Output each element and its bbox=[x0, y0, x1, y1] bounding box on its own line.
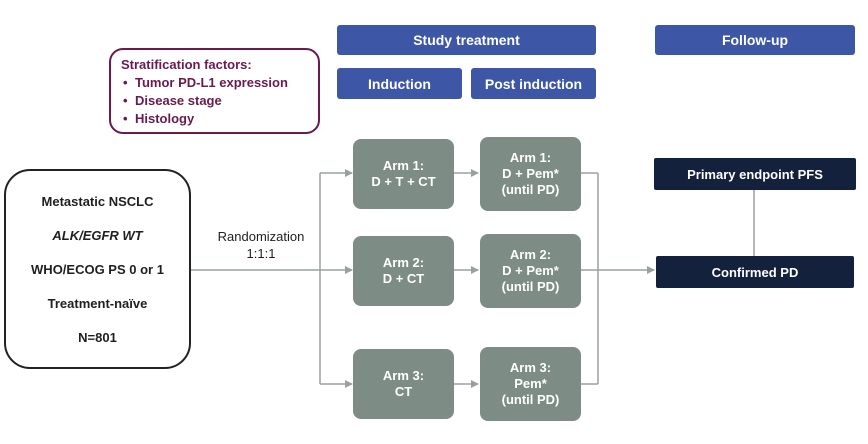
study-treatment-header: Study treatment bbox=[337, 25, 596, 55]
confirmed-pd-box: Confirmed PD bbox=[656, 256, 854, 288]
post-induction-arm-2: Arm 2: D + Pem* (until PD) bbox=[480, 234, 581, 308]
arm-note: (until PD) bbox=[501, 392, 560, 407]
arm-title: Arm 1: bbox=[382, 158, 425, 173]
post-induction-header: Post induction bbox=[471, 68, 596, 99]
population-performance-status: WHO/ECOG PS 0 or 1 bbox=[31, 261, 164, 277]
follow-up-header: Follow-up bbox=[655, 25, 855, 55]
induction-header: Induction bbox=[337, 68, 462, 99]
post-induction-arm-3: Arm 3: Pem* (until PD) bbox=[480, 347, 581, 421]
randomization-ratio: 1:1:1 bbox=[246, 246, 276, 261]
induction-arm-2: Arm 2: D + CT bbox=[353, 236, 454, 306]
arm-title: Arm 2: bbox=[509, 247, 552, 262]
stratification-item: Histology bbox=[123, 110, 318, 128]
post-induction-arm-1: Arm 1: D + Pem* (until PD) bbox=[480, 137, 581, 211]
population-mutation-status: ALK/EGFR WT bbox=[52, 227, 143, 243]
arm-regimen: CT bbox=[394, 384, 413, 399]
arm-regimen: D + T + CT bbox=[371, 174, 436, 189]
stratification-item: Disease stage bbox=[123, 92, 318, 110]
patient-population-box: Metastatic NSCLC ALK/EGFR WT WHO/ECOG PS… bbox=[4, 169, 191, 369]
population-disease: Metastatic NSCLC bbox=[41, 193, 154, 209]
randomization-text: Randomization bbox=[217, 229, 305, 244]
arm-title: Arm 2: bbox=[382, 255, 425, 270]
induction-arm-1: Arm 1: D + T + CT bbox=[353, 139, 454, 209]
arm-title: Arm 3: bbox=[509, 360, 552, 375]
arm-regimen: D + Pem* bbox=[502, 166, 559, 181]
arm-regimen: Pem* bbox=[514, 376, 547, 391]
arm-title: Arm 3: bbox=[382, 368, 425, 383]
primary-endpoint-box: Primary endpoint PFS bbox=[654, 158, 856, 190]
stratification-box: Stratification factors: Tumor PD-L1 expr… bbox=[109, 48, 320, 134]
stratification-item: Tumor PD-L1 expression bbox=[123, 74, 318, 92]
arm-note: (until PD) bbox=[501, 279, 560, 294]
arm-title: Arm 1: bbox=[509, 150, 552, 165]
randomization-label: Randomization 1:1:1 bbox=[198, 228, 324, 262]
population-treatment-status: Treatment-naïve bbox=[47, 295, 148, 311]
arm-note: (until PD) bbox=[501, 182, 560, 197]
arm-regimen: D + CT bbox=[382, 271, 425, 286]
stratification-list: Tumor PD-L1 expression Disease stage His… bbox=[121, 74, 318, 128]
induction-arm-3: Arm 3: CT bbox=[353, 349, 454, 419]
stratification-title: Stratification factors: bbox=[121, 57, 252, 72]
arm-regimen: D + Pem* bbox=[502, 263, 559, 278]
population-count: N=801 bbox=[78, 329, 117, 345]
